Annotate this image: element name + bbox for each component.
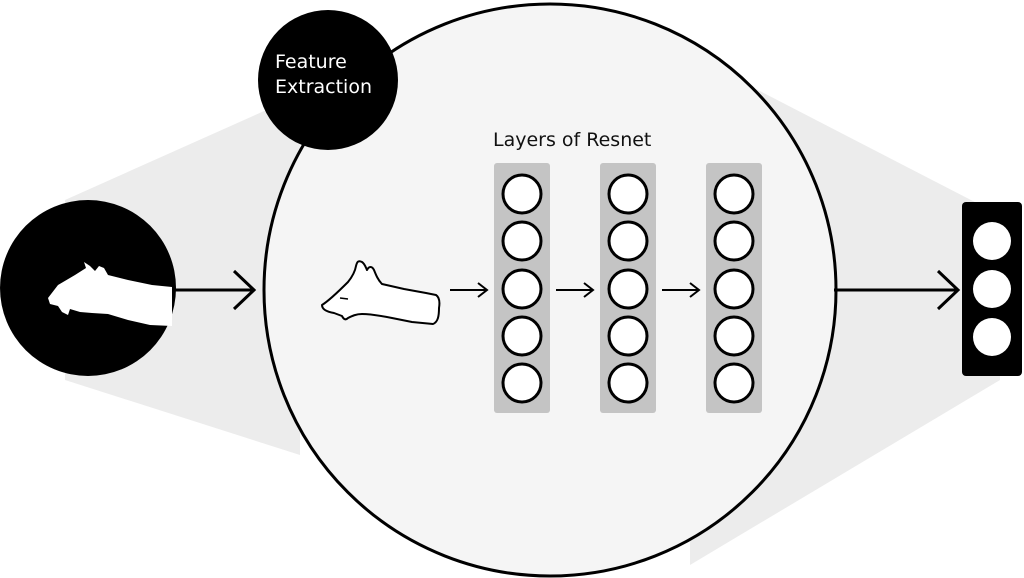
arrow-hand-to-layer-1 bbox=[450, 282, 489, 298]
output-node bbox=[973, 318, 1011, 356]
neuron-node bbox=[501, 173, 543, 215]
resnet-layer-3 bbox=[706, 163, 762, 413]
feature-extraction-badge: Feature Extraction bbox=[258, 10, 398, 150]
hand-shadow-icon bbox=[48, 262, 172, 326]
neuron-node bbox=[607, 220, 649, 262]
hand-outline-icon bbox=[321, 260, 441, 325]
neuron-node bbox=[713, 315, 755, 357]
neuron-node bbox=[713, 268, 755, 310]
neuron-node bbox=[501, 315, 543, 357]
input-image bbox=[0, 200, 176, 376]
resnet-layer-1 bbox=[494, 163, 550, 413]
neuron-node bbox=[713, 173, 755, 215]
neuron-node bbox=[501, 268, 543, 310]
neuron-node bbox=[607, 315, 649, 357]
output-node bbox=[973, 270, 1011, 308]
resnet-layer-2 bbox=[600, 163, 656, 413]
arrow-layer-2-to-layer-3 bbox=[662, 282, 701, 298]
layers-title: Layers of Resnet bbox=[493, 129, 651, 151]
neuron-node bbox=[713, 220, 755, 262]
neuron-node bbox=[607, 268, 649, 310]
neuron-node bbox=[501, 220, 543, 262]
arrow-extraction-to-output bbox=[834, 269, 961, 311]
neuron-node bbox=[713, 362, 755, 404]
output-layer bbox=[962, 202, 1022, 376]
feature-extraction-badge-circle bbox=[258, 10, 398, 150]
feature-extraction-label-line1: Feature bbox=[275, 51, 347, 73]
arrow-layer-1-to-layer-2 bbox=[556, 282, 595, 298]
neuron-node bbox=[501, 362, 543, 404]
feature-extraction-label-line2: Extraction bbox=[275, 76, 372, 98]
output-node bbox=[973, 222, 1011, 260]
neuron-node bbox=[607, 362, 649, 404]
neuron-node bbox=[607, 173, 649, 215]
arrow-input-to-extraction bbox=[175, 269, 257, 311]
